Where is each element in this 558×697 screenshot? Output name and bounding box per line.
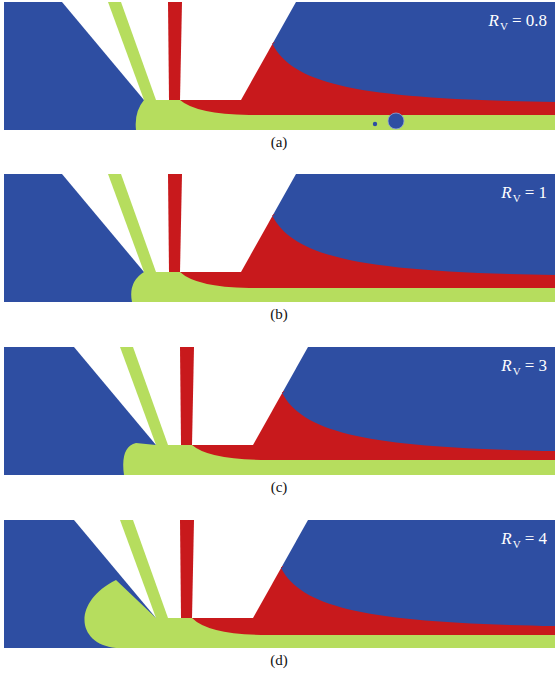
ratio-symbol: R [501, 530, 511, 547]
ratio-value: = 1 [525, 184, 547, 201]
outer-channel [180, 347, 194, 445]
outer-channel [168, 2, 182, 100]
inner-channel [120, 520, 168, 618]
inner-phase [131, 272, 555, 302]
contact-line [281, 566, 283, 568]
symbol-subscript: V [513, 193, 521, 204]
ambient-phase [4, 347, 555, 475]
symbol-subscript: V [500, 21, 508, 32]
ratio-symbol: R [501, 357, 511, 374]
nozzle-body [74, 520, 308, 618]
ambient-phase [4, 174, 555, 302]
inner-phase [136, 100, 555, 130]
volume-fraction-panel [4, 520, 555, 648]
ratio-symbol: R [501, 184, 511, 201]
panel-caption: (d) [270, 653, 288, 668]
outer-channel [168, 174, 182, 272]
panel-caption: (c) [271, 480, 288, 495]
ratio-value: = 0.8 [512, 12, 547, 29]
contact-line [272, 42, 274, 44]
ratio-value: = 3 [525, 357, 547, 374]
ambient-phase [4, 520, 555, 648]
contact-line [272, 214, 274, 216]
nozzle-body [62, 2, 296, 100]
volume-fraction-panel [4, 174, 555, 302]
nozzle-body [74, 347, 308, 445]
ratio-symbol: R [489, 12, 499, 29]
inner-channel [108, 174, 156, 272]
panel-caption: (b) [270, 307, 288, 322]
symbol-subscript: V [513, 539, 521, 550]
ratio-value: = 4 [525, 530, 547, 547]
inner-channel [120, 347, 168, 445]
satellite-droplet [373, 122, 377, 126]
symbol-subscript: V [513, 366, 521, 377]
volume-fraction-panel [4, 2, 555, 130]
nozzle-body [62, 174, 296, 272]
ambient-phase [4, 2, 555, 130]
panel-caption: (a) [271, 135, 288, 150]
droplet [388, 113, 404, 129]
outer-channel [180, 520, 194, 618]
volume-fraction-panel [4, 347, 555, 475]
inner-phase [123, 443, 555, 475]
inner-channel [108, 2, 156, 100]
contact-line [282, 391, 284, 393]
